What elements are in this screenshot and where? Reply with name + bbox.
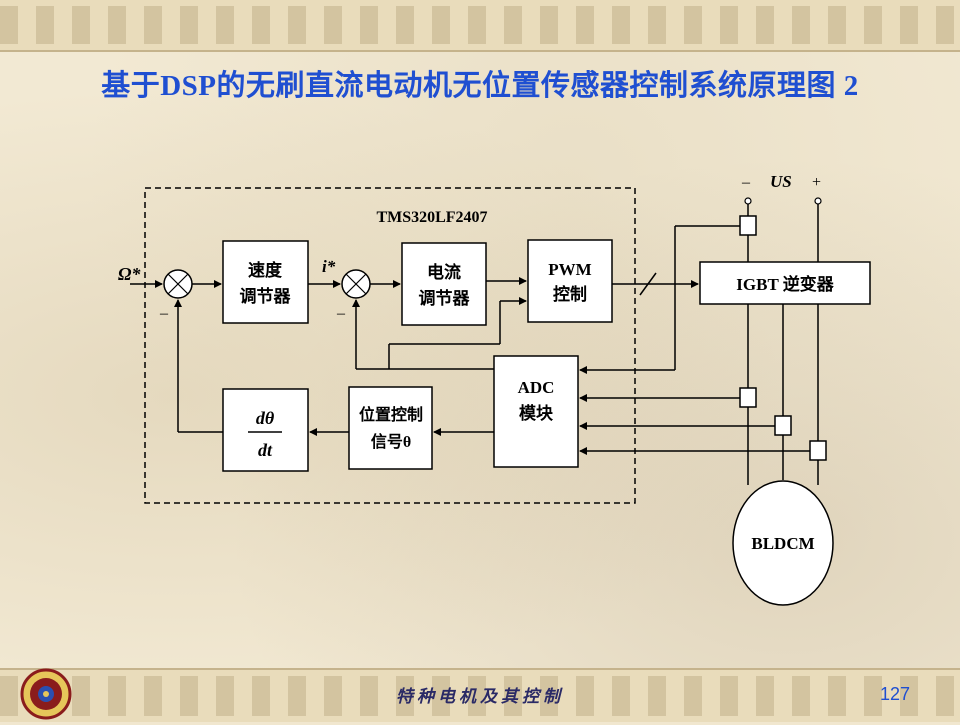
- igbt-inverter-label: IGBT 逆变器: [736, 274, 834, 294]
- speed-regulator-block: [222, 240, 309, 324]
- pwm-line1: PWM: [548, 260, 591, 279]
- bottom-decorative-band: [0, 668, 960, 722]
- phase-c-sensor: [809, 440, 827, 461]
- position-line1: 位置控制: [359, 405, 423, 424]
- page-number: 127: [880, 684, 911, 704]
- speed-feedback-minus: –: [159, 305, 169, 322]
- adc-line1: ADC: [518, 378, 555, 397]
- pwm-block: [527, 239, 613, 323]
- current-regulator-line1: 电流: [427, 262, 461, 282]
- phase-b-sensor: [774, 415, 792, 436]
- phase-a-sensor: [739, 387, 757, 408]
- derivative-denominator: dt: [258, 440, 273, 460]
- dsp-boundary: [144, 187, 636, 504]
- dc-bus-sensor: [739, 215, 757, 236]
- position-signal-block: [348, 386, 433, 470]
- current-regulator-block: [401, 242, 487, 326]
- dsp-label: TMS320LF2407: [376, 209, 487, 226]
- speed-regulator-line1: 速度: [248, 260, 283, 280]
- university-logo: [8, 668, 72, 720]
- current-reference-label: i*: [322, 257, 336, 276]
- speed-reference-label: Ω*: [118, 264, 141, 284]
- derivative-block: [222, 388, 309, 472]
- adc-block: [493, 355, 579, 468]
- bldcm-motor: [732, 480, 834, 606]
- adc-line2: 模块: [519, 403, 554, 423]
- top-decorative-band: [0, 0, 960, 52]
- position-line2: 信号θ: [371, 432, 411, 451]
- course-footer: 特种电机及其控制: [396, 687, 564, 707]
- pwm-line2: 控制: [553, 284, 587, 304]
- speed-regulator-line2: 调节器: [240, 286, 292, 306]
- supply-label: US: [770, 172, 792, 191]
- current-regulator-line2: 调节器: [419, 288, 471, 308]
- igbt-inverter-block: [699, 261, 871, 305]
- slide-title: 基于DSP的无刷直流电动机无位置传感器控制系统原理图 2: [101, 70, 859, 102]
- motor-label: BLDCM: [751, 534, 814, 553]
- summing-junction-current: [341, 269, 371, 299]
- summing-junction-speed: [163, 269, 193, 299]
- current-feedback-minus: –: [336, 305, 346, 322]
- supply-plus: +: [812, 174, 821, 191]
- supply-minus: –: [741, 174, 751, 191]
- bus-slash: [639, 272, 657, 296]
- derivative-numerator: dθ: [256, 408, 275, 428]
